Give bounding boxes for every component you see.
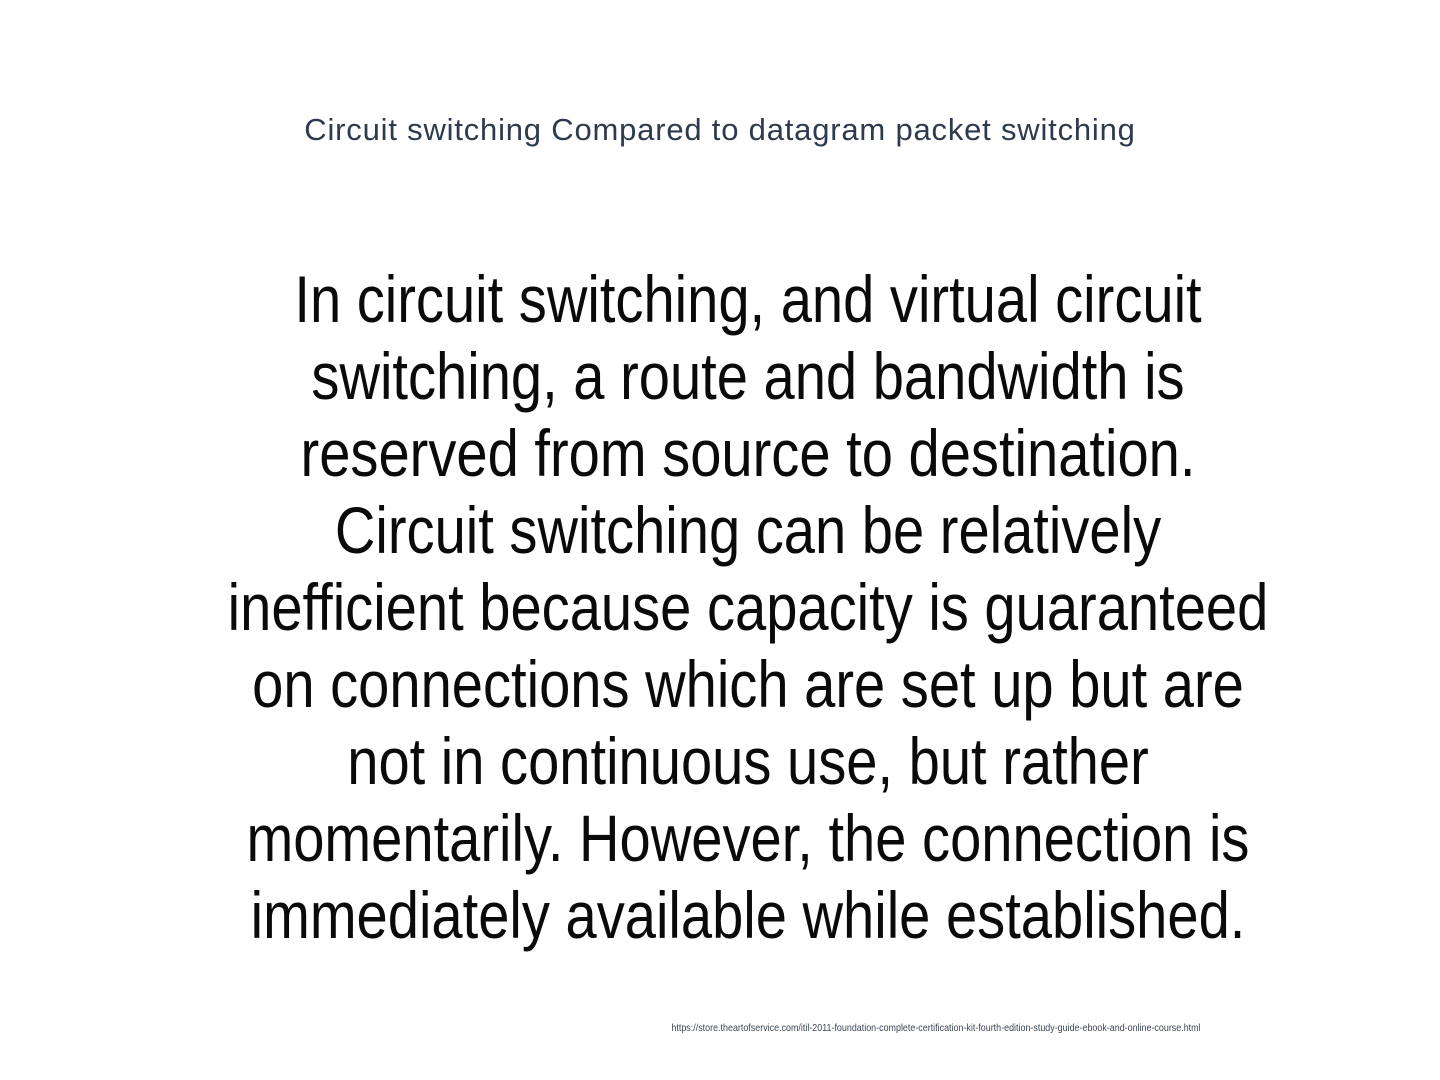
body-line: In circuit switching, and virtual circui…	[294, 262, 1202, 336]
body-line: momentarily. However, the connection is	[246, 801, 1250, 875]
source-url: https://store.theartofservice.com/itil-2…	[671, 1022, 1201, 1034]
page-title: Circuit switching Compared to datagram p…	[304, 112, 1136, 147]
body-line: on connections which are set up but are	[252, 647, 1244, 721]
body-line: switching, a route and bandwidth is	[311, 339, 1185, 413]
body-line: not in continuous use, but rather	[347, 724, 1149, 798]
body-line: Circuit switching can be relatively	[334, 493, 1162, 567]
body-line: immediately available while established.	[250, 878, 1246, 952]
body-text: In circuit switching, and virtual circui…	[136, 261, 1360, 954]
body-line: inefficient because capacity is guarante…	[227, 570, 1269, 644]
body-line: reserved from source to destination.	[300, 416, 1196, 490]
